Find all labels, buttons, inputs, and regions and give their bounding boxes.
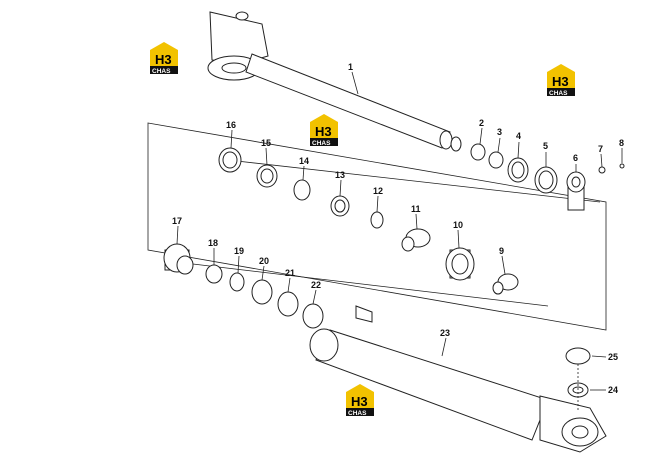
- callout-2: 2: [479, 118, 484, 128]
- callout-6: 6: [573, 153, 578, 163]
- logo-watermark-3: H3 CHAS: [310, 114, 338, 147]
- leader-lines: [176, 71, 623, 391]
- part-25-bushing: [565, 347, 591, 365]
- callout-9: 9: [499, 246, 504, 256]
- part-23-cylinder-barrel: [309, 305, 607, 453]
- part-13-seal-inner: [334, 199, 346, 213]
- part-06-nut: [566, 171, 586, 211]
- callout-20: 20: [259, 256, 269, 266]
- logo-word-3: CHAS: [312, 140, 331, 147]
- callout-13: 13: [335, 170, 345, 180]
- logo-watermark-1: H3 CHAS: [150, 42, 178, 75]
- callout-10: 10: [453, 220, 463, 230]
- part-04-seal-inner: [511, 161, 525, 179]
- part-20-o-ring: [251, 279, 273, 305]
- logo-word-1: CHAS: [152, 68, 171, 75]
- upper-axis-line: [227, 159, 601, 203]
- logo-word-4: CHAS: [348, 410, 367, 417]
- callout-18: 18: [208, 238, 218, 248]
- callout-labels: 1 2 3 4 5 6 7 8 9 10 11 12 13 14 15 16 1…: [172, 62, 624, 395]
- callout-21: 21: [285, 268, 295, 278]
- part-05-bushing-inner: [538, 170, 554, 190]
- logo-word-2: CHAS: [549, 90, 568, 97]
- logo-mark-3: H3: [315, 124, 332, 139]
- part-21-o-ring: [277, 291, 299, 317]
- callout-15: 15: [261, 138, 271, 148]
- part-18-bushing: [205, 264, 223, 284]
- callout-24: 24: [608, 385, 618, 395]
- callout-17: 17: [172, 216, 182, 226]
- part-12-ring: [370, 211, 384, 229]
- part-11-guide-ring: [401, 228, 431, 252]
- callout-4: 4: [516, 131, 521, 141]
- callout-5: 5: [543, 141, 548, 151]
- callout-16: 16: [226, 120, 236, 130]
- logo-mark-1: H3: [155, 52, 172, 67]
- part-03-ring: [488, 151, 504, 169]
- logo-mark-4: H3: [351, 394, 368, 409]
- callout-8: 8: [619, 138, 624, 148]
- part-17-cylinder-head: [163, 243, 194, 275]
- part-14-ring: [293, 179, 311, 201]
- part-09-guide-ring: [492, 273, 519, 295]
- callout-23: 23: [440, 328, 450, 338]
- part-08-pin: [619, 163, 625, 169]
- callout-7: 7: [598, 144, 603, 154]
- logo-watermark-4: H3 CHAS: [346, 384, 374, 417]
- callout-11: 11: [411, 204, 421, 214]
- callout-14: 14: [299, 156, 309, 166]
- callout-1: 1: [348, 62, 353, 72]
- assembly-outline: [147, 122, 607, 331]
- part-19-ring: [229, 272, 245, 292]
- part-piston-rod: [207, 11, 462, 152]
- part-10-piston: [445, 247, 475, 281]
- logo-watermark-2: H3 CHAS: [547, 64, 575, 97]
- part-07-washer: [598, 166, 606, 174]
- callout-19: 19: [234, 246, 244, 256]
- callout-25: 25: [608, 352, 618, 362]
- part-15-seal-inner: [260, 168, 274, 184]
- callout-22: 22: [311, 280, 321, 290]
- logo-mark-2: H3: [552, 74, 569, 89]
- part-02-ring: [470, 143, 486, 161]
- callout-12: 12: [373, 186, 383, 196]
- part-22-o-ring: [302, 303, 324, 329]
- part-16-wiper-inner: [222, 151, 238, 169]
- callout-3: 3: [497, 127, 502, 137]
